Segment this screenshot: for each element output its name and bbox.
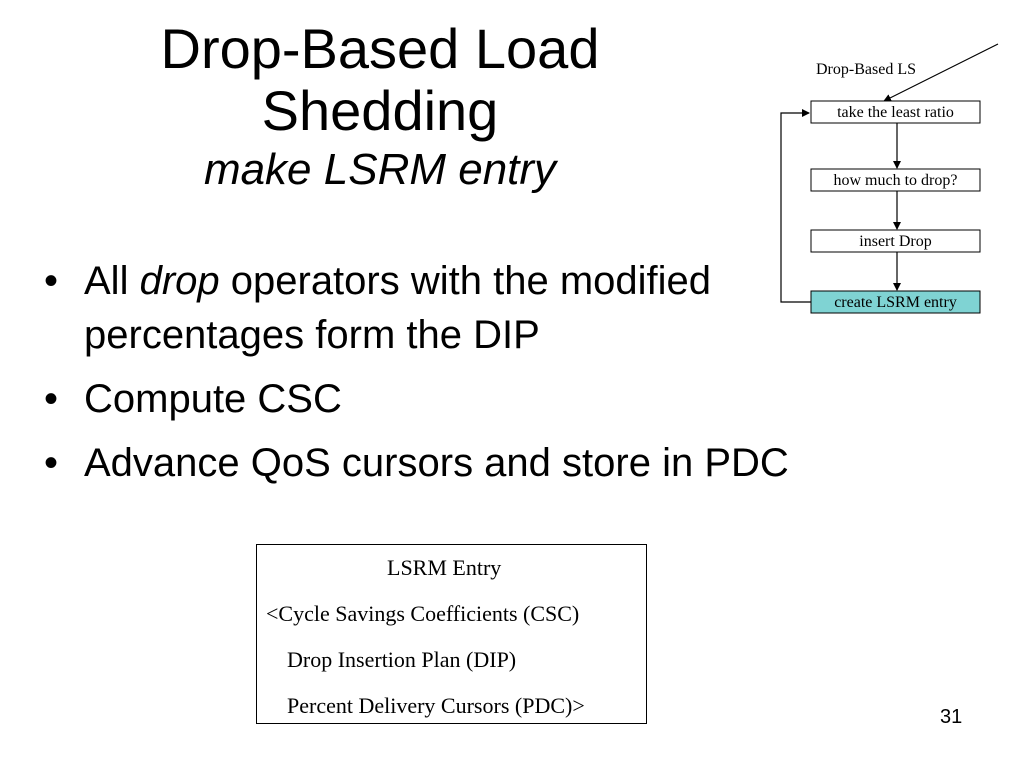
flow-step-label: insert Drop — [859, 233, 931, 250]
lsrm-entry-line: Drop Insertion Plan (DIP) — [287, 647, 517, 672]
flow-step-box — [810, 229, 981, 253]
bullet-dot-icon: • — [44, 259, 59, 303]
bullet-item: • Advance QoS cursors and store in PDC — [40, 436, 820, 490]
bullet-dot-icon: • — [44, 441, 59, 485]
bullet-item: • Compute CSC — [40, 372, 820, 426]
slide-title-text: Drop-Based Load Shedding — [160, 17, 600, 142]
bullet-1-emphasis: drop — [139, 259, 220, 303]
lsrm-entry-title: LSRM Entry — [387, 555, 502, 580]
page-number: 31 — [940, 706, 963, 728]
flow-step-box — [810, 168, 981, 192]
bullet-3-text: Advance QoS cursors and store in PDC — [84, 441, 789, 485]
bullet-item: • All drop operators with the modified p… — [40, 254, 820, 362]
flow-step-label: create LSRM entry — [834, 294, 957, 311]
flow-step-box — [810, 100, 981, 124]
slide-subtitle: make LSRM entry — [203, 145, 557, 194]
slide-title: Drop-Based Load Shedding make LSRM entry — [100, 18, 660, 198]
lsrm-entry-box: LSRM Entry <Cycle Savings Coefficients (… — [256, 544, 647, 724]
lsrm-entry-line: <Cycle Savings Coefficients (CSC) — [266, 601, 580, 626]
bullet-dot-icon: • — [44, 377, 59, 421]
flow-step-label: how much to drop? — [834, 172, 958, 189]
flow-step-label: take the least ratio — [837, 104, 954, 121]
bullet-list: • All drop operators with the modified p… — [40, 254, 820, 500]
entry-arrow — [883, 43, 999, 102]
bullet-2-text: Compute CSC — [84, 377, 342, 421]
bullet-1-rest: operators with the modified percentages … — [84, 259, 712, 357]
bullet-1-prefix: All — [84, 259, 140, 303]
lsrm-entry-line: Percent Delivery Cursors (PDC)> — [287, 693, 585, 718]
loop-back-arrow — [780, 109, 811, 303]
flowchart-entry-label: Drop-Based LS — [816, 61, 916, 78]
